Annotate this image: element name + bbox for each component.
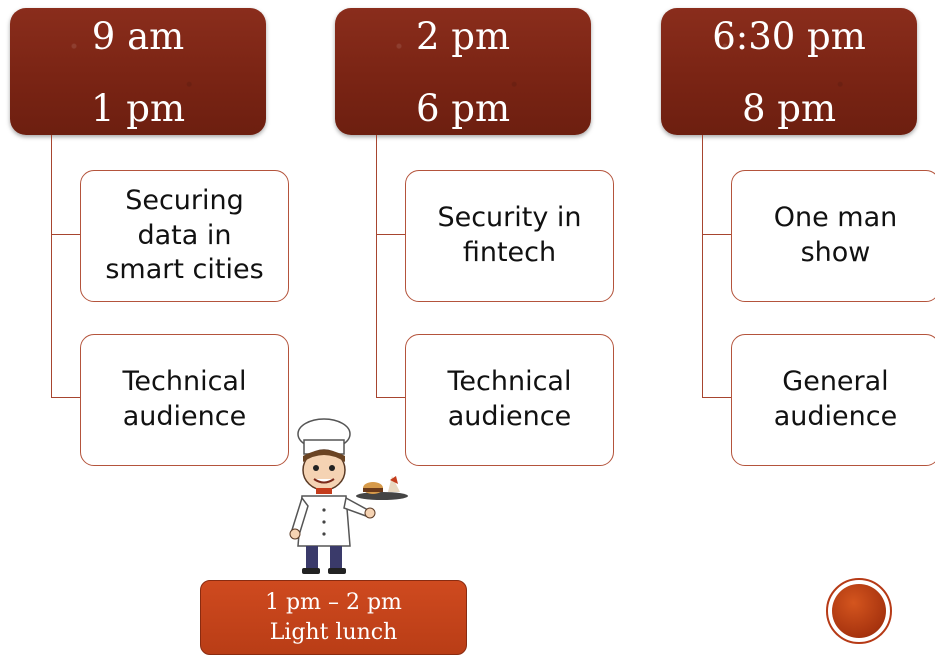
time-end: 1 pm [90,87,186,130]
audience-box: Technical audience [405,334,614,466]
connector-branch [376,397,405,398]
session-topic-box: One man show [731,170,935,302]
time-header: 9 am 1 pm [10,8,266,135]
audience-text: Technical audience [122,366,247,432]
circle-icon-fill [832,584,886,638]
time-start: 6:30 pm [712,15,866,58]
session-topic-text: Security in fintech [437,202,582,268]
connector-branch [702,397,731,398]
session-topic-box: Securing data in smart cities [80,170,289,302]
schedule-column-afternoon: 2 pm 6 pm Security in fintech Technical … [335,0,614,470]
time-end: 8 pm [741,87,837,130]
time-start: 9 am [91,15,185,58]
connector-line [51,135,52,397]
circle-icon [826,578,892,644]
chef-icon [289,418,408,574]
audience-box: General audience [731,334,935,466]
connector-branch [51,234,80,235]
audience-box: Technical audience [80,334,289,466]
connector-branch [51,397,80,398]
schedule-column-evening: 6:30 pm 8 pm One man show General audien… [661,0,935,470]
session-topic-box: Security in fintech [405,170,614,302]
time-end: 6 pm [415,87,511,130]
time-start: 2 pm [415,15,511,58]
connector-line [376,135,377,397]
audience-text: General audience [773,366,898,432]
session-topic-text: One man show [773,202,898,268]
connector-line [702,135,703,397]
lunch-label: Light lunch [269,619,398,645]
time-header: 6:30 pm 8 pm [661,8,917,135]
time-header: 2 pm 6 pm [335,8,591,135]
connector-branch [376,234,405,235]
session-topic-text: Securing data in smart cities [105,185,264,286]
connector-branch [702,234,731,235]
schedule-column-morning: 9 am 1 pm Securing data in smart cities … [10,0,289,470]
lunch-time: 1 pm – 2 pm [265,589,402,615]
audience-text: Technical audience [447,366,572,432]
lunch-break-box: 1 pm – 2 pm Light lunch [200,580,467,655]
